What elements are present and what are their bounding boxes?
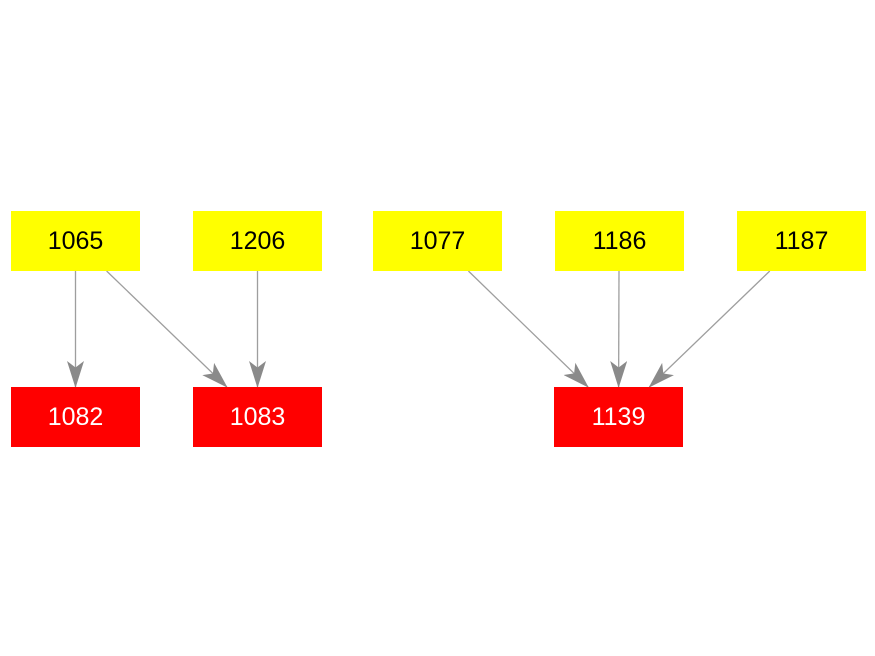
node-1083[interactable]: 1083: [193, 387, 322, 447]
node-label: 1187: [774, 226, 829, 255]
node-label: 1206: [229, 226, 286, 255]
edge-1065-1083: [106, 270, 228, 388]
edge-1077-1139: [467, 270, 589, 388]
node-1082[interactable]: 1082: [11, 387, 140, 447]
node-1186[interactable]: 1186: [555, 211, 684, 271]
node-1077[interactable]: 1077: [373, 211, 502, 271]
node-label: 1139: [591, 402, 646, 431]
edge-1187-1139: [648, 270, 771, 388]
node-1139[interactable]: 1139: [554, 387, 683, 447]
node-label: 1065: [47, 226, 104, 255]
node-label: 1077: [409, 226, 466, 255]
node-label: 1186: [592, 226, 647, 255]
node-1206[interactable]: 1206: [193, 211, 322, 271]
node-label: 1083: [229, 402, 286, 431]
node-1065[interactable]: 1065: [11, 211, 140, 271]
node-label: 1082: [47, 402, 104, 431]
node-1187[interactable]: 1187: [737, 211, 866, 271]
